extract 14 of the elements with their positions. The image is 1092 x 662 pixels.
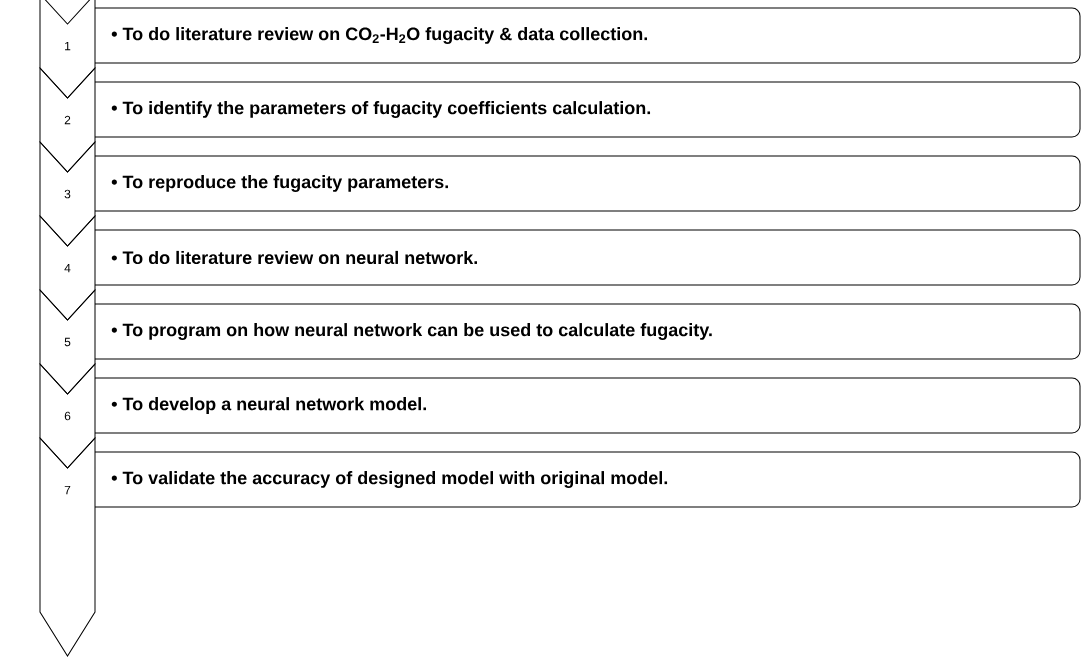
text-box: • To program on how neural network can be used to calculate fugacity. bbox=[94, 303, 1081, 360]
text-box: • To identify the parameters of fugacity coefficients calculation. bbox=[94, 81, 1081, 138]
step-number-tab: 4 bbox=[39, 215, 96, 321]
text-box: • To validate the accuracy of designed model with original model. bbox=[94, 451, 1081, 508]
step-number-tab: 6 bbox=[39, 363, 96, 469]
step-number-tab: 5 bbox=[39, 289, 96, 395]
step-number-tab: 3 bbox=[39, 141, 96, 247]
text-box: • To do literature review on neural network. bbox=[94, 229, 1081, 286]
step-number-tab: 7 bbox=[39, 437, 96, 657]
step-number-tab: 2 bbox=[39, 67, 96, 173]
text-box: • To do literature review on CO$_{2}$-H$_{2}$O fugacity & data collection. bbox=[94, 7, 1081, 64]
step-number-tab: 1 bbox=[39, 0, 96, 99]
text-box: • To develop a neural network model. bbox=[94, 377, 1081, 434]
text-box: • To reproduce the fugacity parameters. bbox=[94, 155, 1081, 212]
